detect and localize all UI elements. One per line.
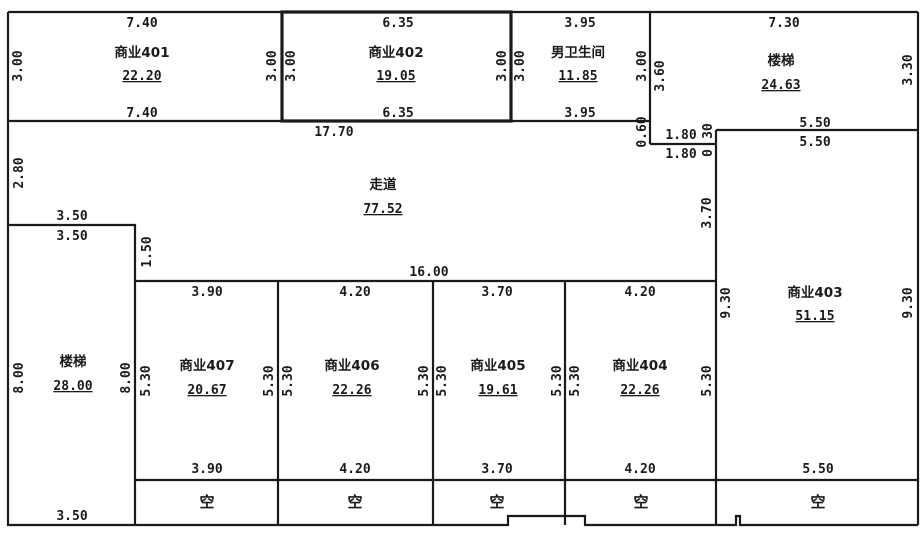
dim-label: 5.50: [799, 116, 830, 131]
room-area: 51.15: [795, 309, 834, 324]
dim-label: 3.00: [265, 50, 280, 81]
room-area: 20.67: [187, 383, 226, 398]
dim-label: 6.35: [382, 106, 413, 121]
vertical-dimensions: 3.00 3.00 3.00 3.00 3.00 3.00 3.60 3.30 …: [11, 50, 916, 396]
room-stair-ne: 楼梯 24.63: [761, 52, 800, 93]
room-name: 商业403: [787, 284, 842, 301]
room-area: 19.05: [376, 69, 415, 84]
dim-label: 3.50: [56, 509, 87, 524]
room-corridor: 走道 77.52: [363, 176, 402, 217]
dim-label: 3.95: [564, 106, 595, 121]
dim-label: 1.50: [140, 236, 155, 267]
room-area: 22.20: [122, 69, 161, 84]
room-406: 商业406 22.26: [324, 357, 379, 398]
dim-label: 3.60: [653, 60, 668, 91]
room-name: 商业407: [179, 357, 234, 374]
dim-label: 5.30: [550, 365, 565, 396]
dim-label: 4.20: [624, 462, 655, 477]
room-402-border: [280, 10, 513, 123]
dim-label: 5.30: [139, 365, 154, 396]
dim-label: 5.30: [435, 365, 450, 396]
void-label: 空: [489, 493, 504, 511]
room-name: 商业404: [612, 357, 667, 374]
room-name: 商业405: [470, 357, 525, 374]
dim-label: 9.30: [719, 287, 734, 318]
dim-label: 3.90: [191, 462, 222, 477]
dim-label: 30: [701, 123, 716, 139]
room-401: 商业401 22.20: [114, 44, 169, 84]
dim-label: 5.50: [802, 462, 833, 477]
dim-label: 3.30: [901, 54, 916, 85]
dim-label: 0: [701, 149, 716, 157]
dim-label: 5.50: [799, 135, 830, 150]
void-label: 空: [199, 493, 214, 511]
dim-label: 3.70: [481, 462, 512, 477]
room-name: 商业402: [368, 44, 423, 61]
walls: [6, 10, 920, 527]
dim-label: 5.30: [417, 365, 432, 396]
room-403: 商业403 51.15: [787, 284, 842, 324]
room-name: 走道: [370, 176, 397, 193]
dim-label: 2.80: [12, 157, 27, 188]
dim-label: 3.00: [284, 50, 299, 81]
room-stair-w: 楼梯 28.00: [53, 353, 92, 394]
dim-label: 3.70: [700, 197, 715, 228]
dim-label: 5.30: [568, 365, 583, 396]
room-402: 商业402 19.05: [368, 44, 423, 84]
room-407: 商业407 20.67: [179, 357, 234, 398]
dim-label: 16.00: [409, 265, 448, 280]
dim-label: 8.00: [119, 362, 134, 393]
dim-label: 3.00: [513, 50, 528, 81]
room-405: 商业405 19.61: [470, 357, 525, 398]
dim-label: 6.35: [382, 16, 413, 31]
dim-label: 5.30: [700, 365, 715, 396]
room-wc: 男卫生间 11.85: [551, 44, 605, 84]
dim-label: 9.30: [901, 287, 916, 318]
dim-label: 3.00: [495, 50, 510, 81]
room-area: 22.26: [332, 383, 371, 398]
room-name: 商业401: [114, 44, 169, 61]
dim-label: 1.80: [665, 147, 696, 162]
void-label: 空: [347, 493, 362, 511]
dim-label: 3.90: [191, 285, 222, 300]
dim-label: 4.20: [339, 462, 370, 477]
room-area: 77.52: [363, 202, 402, 217]
dim-label: 7.40: [126, 106, 157, 121]
room-area: 24.63: [761, 78, 800, 93]
void-label: 空: [633, 493, 648, 511]
dim-label: 3.00: [635, 50, 650, 81]
dim-label: 0.60: [635, 116, 650, 147]
room-name: 男卫生间: [551, 44, 605, 61]
dim-label: 4.20: [624, 285, 655, 300]
dim-label: 8.00: [12, 362, 27, 393]
room-404: 商业404 22.26: [612, 357, 667, 398]
dim-label: 3.95: [564, 16, 595, 31]
dim-label: 4.20: [339, 285, 370, 300]
dim-label: 3.70: [481, 285, 512, 300]
room-name: 楼梯: [60, 353, 87, 370]
room-area: 28.00: [53, 379, 92, 394]
horizontal-dimensions: 7.40 7.40 6.35 6.35 3.95 3.95 7.30 17.70…: [56, 16, 833, 524]
room-name: 商业406: [324, 357, 379, 374]
dim-label: 3.50: [56, 209, 87, 224]
room-area: 19.61: [478, 383, 517, 398]
dim-label: 17.70: [314, 125, 353, 140]
room-name: 楼梯: [768, 52, 796, 69]
dim-label: 1.80: [665, 128, 696, 143]
dim-label: 3.00: [11, 50, 26, 81]
void-label: 空: [810, 493, 825, 511]
room-area: 11.85: [558, 69, 597, 84]
dim-label: 5.30: [281, 365, 296, 396]
void-labels: 空 空 空 空 空: [199, 493, 825, 511]
dim-label: 5.30: [262, 365, 277, 396]
dim-label: 7.30: [768, 16, 799, 31]
room-area: 22.26: [620, 383, 659, 398]
dim-label: 3.50: [56, 229, 87, 244]
room-labels: 商业401 22.20 商业402 19.05 男卫生间 11.85 楼梯 24…: [53, 44, 842, 398]
dim-label: 7.40: [126, 16, 157, 31]
